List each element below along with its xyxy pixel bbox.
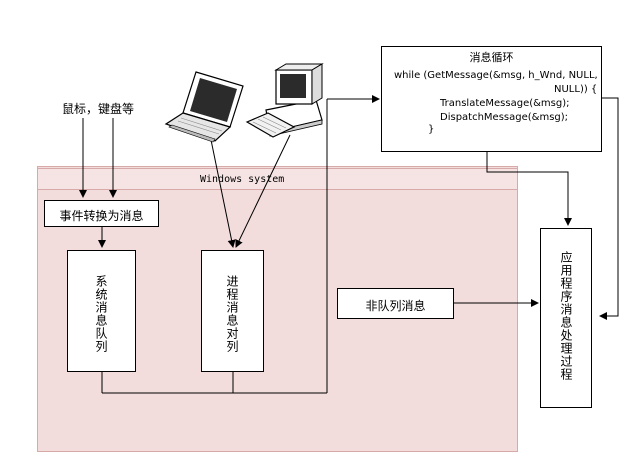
windows-system-title-bar xyxy=(37,168,518,190)
input-devices-label: 鼠标，键盘等 xyxy=(62,102,135,116)
event-converter-label: 事件转换为消息 xyxy=(59,209,144,223)
non-queued-message-label: 非队列消息 xyxy=(365,299,426,313)
message-loop-box: 消息循环 while (GetMessage(&msg, h_Wnd, NULL… xyxy=(381,46,602,152)
system-message-queue-box: 系统消息队列 xyxy=(67,250,136,372)
message-loop-code-line: while (GetMessage(&msg, h_Wnd, NULL, xyxy=(394,70,598,81)
message-loop-code-line: TranslateMessage(&msg); xyxy=(440,98,570,109)
thread-message-queue-box: 进程消息对列 xyxy=(201,250,264,372)
laptop-icon xyxy=(164,71,244,143)
system-message-queue-label: 系统消息队列 xyxy=(94,275,108,353)
message-loop-code-line: NULL)) { xyxy=(554,84,598,95)
non-queued-message-box: 非队列消息 xyxy=(337,288,454,319)
window-procedure-box: 应用程序消息处理过程 xyxy=(540,228,592,408)
desktop-computer-icon xyxy=(245,63,324,138)
message-loop-title: 消息循环 xyxy=(469,51,514,64)
event-converter-box: 事件转换为消息 xyxy=(44,200,159,227)
windows-system-label: Windows system xyxy=(200,174,285,185)
message-loop-code-line: } xyxy=(428,124,435,135)
message-loop-code-line: DispatchMessage(&msg); xyxy=(440,112,569,123)
window-procedure-label: 应用程序消息处理过程 xyxy=(559,251,573,381)
thread-message-queue-label: 进程消息对列 xyxy=(225,275,239,353)
